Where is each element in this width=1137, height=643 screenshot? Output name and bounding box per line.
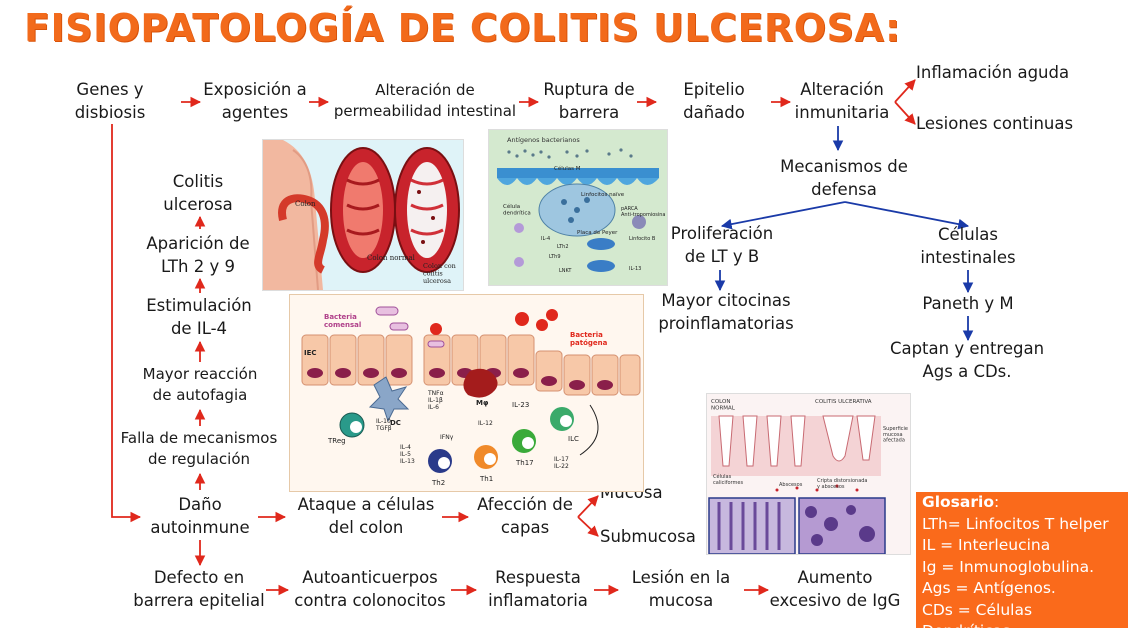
fig-colitis-ulcerativa: COLITIS ULCERATIVA <box>815 399 872 405</box>
node-genes: Genes y disbiosis <box>74 80 146 122</box>
glosario-title: Glosario <box>922 493 994 511</box>
arrow-mecanismos-celulas <box>844 201 970 230</box>
node-falla: Falla de mecanismos de regulación <box>120 429 278 468</box>
fig-peyer-lth9: LTh9 <box>549 254 561 260</box>
fig-peyer-linfocito-b: Linfocito B <box>629 236 656 242</box>
node-autoanticuerpos: Autoanticuerpos contra colonocitos <box>294 568 446 610</box>
node-captan: Captan y entregan Ags a CDs. <box>889 339 1045 381</box>
fig-peyer-placa: Placa de Peyer <box>577 230 618 236</box>
fig-peyer-il4: IL-4 <box>541 236 550 242</box>
node-paneth: Paneth y M <box>922 294 1014 313</box>
node-exposicion: Exposición a agentes <box>203 80 307 122</box>
fig-th2: Th2 <box>431 479 445 487</box>
glosario-item: CDs = Células Dendríticas. <box>922 600 1033 641</box>
node-ataque: Ataque a células del colon <box>297 495 435 537</box>
node-afeccion: Afección de capas <box>477 495 573 537</box>
glosario-item: LTh= Linfocitos T helper <box>922 514 1109 533</box>
node-defecto: Defecto en barrera epitelial <box>133 568 265 610</box>
fig-peyer-linfocitos: Linfocitos naïve <box>581 192 625 198</box>
fig-th1: Th1 <box>479 475 493 483</box>
node-alteracion-permeabilidad: Alteración de permeabilidad intestinal <box>333 81 517 120</box>
node-ruptura: Ruptura de barrera <box>543 80 635 122</box>
node-inflamacion: Inflamación aguda <box>916 63 1070 82</box>
fig-abscesos: Abscesos <box>779 482 803 488</box>
node-proliferacion: Proliferación de LT y B <box>670 224 774 266</box>
fig-ifng: IFNγ <box>440 434 454 441</box>
fig-mphi: Mφ <box>476 399 489 407</box>
node-mecanismos: Mecanismos de defensa <box>780 157 908 199</box>
node-estimulacion: Estimulación de IL-4 <box>146 296 252 338</box>
fig-treg: TReg <box>327 437 346 445</box>
glosario-item: IL = Interleucina <box>922 536 1051 554</box>
node-dano: Daño autoinmune <box>150 495 250 537</box>
node-aumento: Aumento excesivo de IgG <box>769 568 901 610</box>
fig-peyer-lnkt: LNKT <box>559 268 572 274</box>
node-citocinas: Mayor citocinas proinflamatorias <box>658 291 794 333</box>
glosario-box: Glosario: LTh= Linfocitos T helper IL = … <box>916 492 1128 640</box>
fig-colon-label: Colon <box>295 200 316 208</box>
arrow-inflamacion <box>894 79 916 103</box>
node-alteracion-inmunitaria: Alteración inmunitaria <box>794 80 890 122</box>
arrow-submucosa <box>577 516 599 537</box>
fig-peyer-celulas-m: Células M <box>554 165 581 172</box>
node-lesiones: Lesiones continuas <box>916 114 1074 133</box>
figure-peyer: Antígenos bacterianos Células M Linfocit… <box>488 129 668 286</box>
fig-peyer-lth2: LTh2 <box>557 244 569 250</box>
arrow-genes-dano <box>111 124 142 523</box>
node-colitis: Colitis ulcerosa <box>163 172 233 214</box>
arrow-lesiones <box>894 101 916 125</box>
arrow-mecanismos-proliferacion <box>720 201 846 230</box>
node-lesion: Lesión en la mucosa <box>631 568 731 610</box>
page-title: FISIOPATOLOGÍA DE COLITIS ULCEROSA: <box>24 6 901 50</box>
node-celulas-intestinales: Células intestinales <box>920 225 1016 267</box>
glosario-item: Ig = Inmunoglobulina. <box>922 557 1095 576</box>
node-aparicion: Aparición de LTh 2 y 9 <box>146 234 250 276</box>
node-autofagia: Mayor reacción de autofagia <box>142 365 258 404</box>
node-submucosa: Submucosa <box>600 527 696 546</box>
node-epitelio: Epitelio dañado <box>683 80 745 122</box>
fig-peyer-antigenos: Antígenos bacterianos <box>507 136 580 144</box>
fig-th17: Th17 <box>515 459 534 467</box>
fig-ilc: ILC <box>568 435 579 443</box>
fig-il23: IL-23 <box>512 401 529 409</box>
fig-dc: DC <box>390 419 401 427</box>
fig-iec: IEC <box>304 349 317 357</box>
fig-il12: IL-12 <box>478 420 493 427</box>
arrow-mucosa <box>577 495 599 518</box>
fig-peyer-il13: IL-13 <box>629 266 641 272</box>
fig-colon-normal-label: Colon normal <box>367 254 416 262</box>
node-respuesta: Respuesta inflamatoria <box>488 568 588 610</box>
glosario-item: Ags = Antígenos. <box>922 579 1056 597</box>
